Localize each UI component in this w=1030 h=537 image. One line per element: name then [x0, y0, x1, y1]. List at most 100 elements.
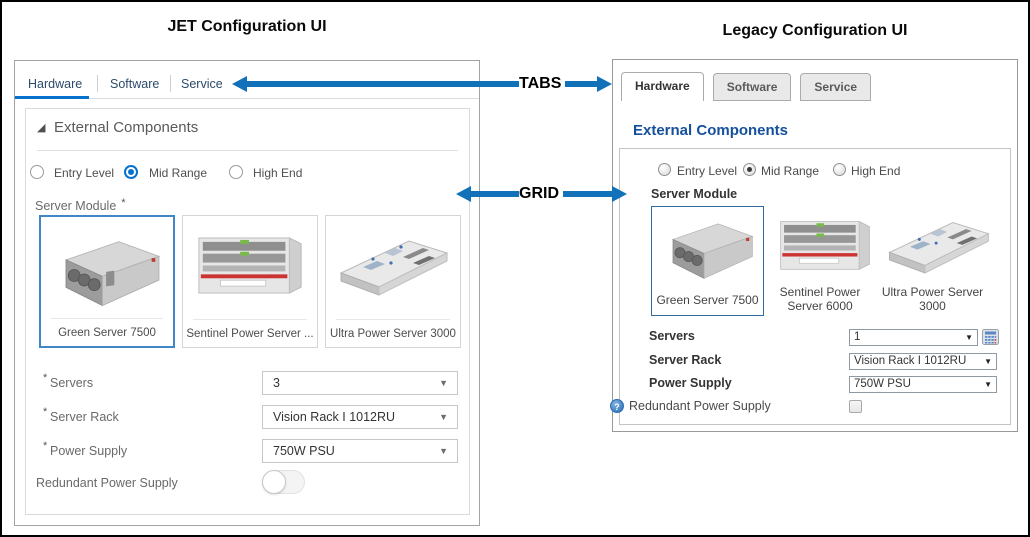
- section-divider: [37, 150, 458, 151]
- legacy-tab-service[interactable]: Service: [800, 73, 872, 101]
- legacy-radio-entry-level-label[interactable]: Entry Level: [677, 164, 738, 178]
- jet-card-green-server-7500[interactable]: Green Server 7500: [39, 215, 175, 348]
- tabs-arrow-left-shaft: [245, 81, 519, 87]
- grid-callout-label: GRID: [519, 185, 559, 202]
- legacy-tab-software[interactable]: Software: [712, 73, 792, 101]
- legacy-radio-entry-level[interactable]: [658, 163, 671, 176]
- radio-selected-dot: [747, 167, 752, 172]
- jet-radio-high-end-label[interactable]: High End: [253, 166, 303, 180]
- jet-server-module-label: Server Module*: [35, 197, 126, 213]
- card-divider: [51, 318, 163, 319]
- required-marker: *: [43, 406, 48, 418]
- legacy-card-green-server-7500[interactable]: Green Server 7500: [651, 206, 764, 316]
- jet-server-rack-label: Server Rack: [50, 410, 119, 424]
- dropdown-caret-icon: ▼: [439, 412, 448, 422]
- jet-power-supply-select[interactable]: 750W PSU ▼: [262, 439, 458, 463]
- dropdown-caret-icon: ▼: [439, 378, 448, 388]
- tabs-arrow-right-head-icon: [597, 76, 612, 92]
- dropdown-caret-icon: ▼: [984, 380, 992, 389]
- legacy-card-label: Sentinel Power Server 6000: [779, 285, 861, 313]
- tabs-callout-label: TABS: [519, 75, 562, 92]
- jet-card-label: Sentinel Power Server ...: [186, 328, 314, 340]
- jet-power-supply-value: 750W PSU: [273, 444, 335, 458]
- jet-card-ultra-power-server-3000[interactable]: Ultra Power Server 3000: [325, 215, 461, 348]
- legacy-card-label: Green Server 7500: [656, 293, 759, 307]
- jet-radio-mid-range-label[interactable]: Mid Range: [149, 166, 208, 180]
- jet-server-rack-value: Vision Rack I 1012RU: [273, 410, 396, 424]
- jet-section-title: External Components: [54, 119, 199, 136]
- grid-arrow-right-shaft: [563, 191, 613, 197]
- calculator-icon[interactable]: [982, 329, 999, 345]
- legacy-tab-hardware[interactable]: Hardware: [621, 72, 704, 101]
- jet-card-sentinel-power-server[interactable]: Sentinel Power Server ...: [182, 215, 318, 348]
- required-marker: *: [121, 197, 126, 209]
- help-icon[interactable]: ?: [610, 399, 624, 413]
- jet-servers-value: 3: [273, 376, 280, 390]
- legacy-configuration-panel: Hardware Software Service External Compo…: [610, 59, 1018, 432]
- sentinel-power-server-image: [198, 237, 302, 294]
- grid-arrow-left-head-icon: [456, 186, 471, 202]
- sentinel-power-server-6000-image[interactable]: [770, 213, 880, 277]
- legacy-external-components-section: Entry Level Mid Range High End Server Mo…: [610, 148, 1011, 425]
- legacy-servers-label: Servers: [649, 329, 695, 343]
- legacy-section-title: External Components: [633, 122, 789, 139]
- legacy-servers-select[interactable]: 1 ▼: [849, 329, 978, 346]
- jet-tabbar-divider: [15, 98, 479, 99]
- legacy-server-rack-value: Vision Rack I 1012RU: [854, 355, 967, 367]
- jet-radio-entry-level-label[interactable]: Entry Level: [54, 166, 115, 180]
- jet-panel-title: JET Configuration UI: [167, 18, 327, 35]
- legacy-server-rack-label: Server Rack: [649, 353, 722, 367]
- jet-redundant-power-supply-label: Redundant Power Supply: [36, 476, 178, 490]
- jet-tab-separator: [97, 75, 98, 92]
- grid-arrow-left-shaft: [469, 191, 519, 197]
- ultra-power-server-3000-image: [339, 240, 449, 296]
- section-collapse-icon[interactable]: ◢: [37, 122, 46, 134]
- jet-card-label: Green Server 7500: [58, 327, 156, 339]
- jet-active-tab-underline: [15, 96, 89, 99]
- jet-configuration-panel: Hardware Software Service ◢ External Com…: [14, 60, 480, 526]
- legacy-redundant-power-supply-checkbox[interactable]: [849, 400, 862, 413]
- jet-radio-high-end[interactable]: [229, 165, 243, 179]
- dropdown-caret-icon: ▼: [439, 446, 448, 456]
- tabs-arrow-left-head-icon: [232, 76, 247, 92]
- radio-selected-dot: [128, 169, 134, 175]
- legacy-panel-title: Legacy Configuration UI: [722, 22, 908, 39]
- jet-radio-entry-level[interactable]: [30, 165, 44, 179]
- legacy-servers-value: 1: [854, 331, 861, 343]
- legacy-server-rack-select[interactable]: Vision Rack I 1012RU ▼: [849, 353, 997, 370]
- legacy-radio-mid-range-label[interactable]: Mid Range: [761, 164, 820, 178]
- legacy-tabbar: Hardware Software Service: [621, 72, 872, 101]
- card-divider: [336, 319, 450, 320]
- legacy-radio-high-end-label[interactable]: High End: [851, 164, 901, 178]
- tabs-arrow-right-shaft: [565, 81, 598, 87]
- green-server-7500-image: [64, 241, 161, 307]
- legacy-power-supply-value: 750W PSU: [854, 378, 911, 390]
- jet-tab-separator: [170, 75, 171, 92]
- required-marker: *: [43, 372, 48, 384]
- jet-server-rack-select[interactable]: Vision Rack I 1012RU ▼: [262, 405, 458, 429]
- jet-tab-software[interactable]: Software: [110, 77, 160, 91]
- legacy-radio-high-end[interactable]: [833, 163, 846, 176]
- legacy-server-module-label: Server Module: [651, 187, 738, 201]
- legacy-power-supply-label: Power Supply: [649, 376, 732, 390]
- jet-servers-label: Servers: [50, 376, 94, 390]
- grid-arrow-right-head-icon: [612, 186, 627, 202]
- jet-tab-service[interactable]: Service: [181, 77, 223, 91]
- dropdown-caret-icon: ▼: [984, 357, 992, 366]
- ultra-power-server-3000-image[interactable]: [882, 211, 994, 277]
- green-server-7500-image: [671, 223, 753, 279]
- card-divider: [193, 319, 307, 320]
- jet-card-label: Ultra Power Server 3000: [330, 328, 456, 340]
- jet-redundant-power-supply-toggle[interactable]: [262, 470, 305, 494]
- jet-servers-select[interactable]: 3 ▼: [262, 371, 458, 395]
- dropdown-caret-icon: ▼: [965, 333, 973, 342]
- jet-tab-hardware[interactable]: Hardware: [28, 77, 83, 91]
- legacy-redundant-power-supply-label: Redundant Power Supply: [629, 399, 771, 413]
- jet-power-supply-label: Power Supply: [50, 444, 128, 458]
- legacy-card-label: Ultra Power Server 3000: [881, 285, 984, 313]
- toggle-knob: [262, 470, 286, 494]
- legacy-power-supply-select[interactable]: 750W PSU ▼: [849, 376, 997, 393]
- legacy-radio-mid-range[interactable]: [743, 163, 756, 176]
- jet-radio-mid-range[interactable]: [124, 165, 138, 179]
